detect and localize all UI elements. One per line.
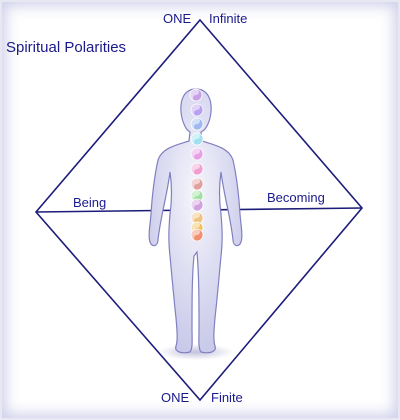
chakra-throat-icon: [190, 132, 204, 146]
polarity-diamond: [34, 18, 364, 402]
chakra-solar-plexus-icon: [190, 189, 204, 203]
chakra-upper-icon: [190, 103, 204, 117]
label-one-bottom: ONE: [161, 390, 190, 405]
chakra-column: [189, 88, 204, 242]
label-infinite: Infinite: [209, 11, 248, 26]
label-being: Being: [73, 195, 107, 210]
chakra-sacral-upper-icon: [190, 198, 204, 212]
label-one-top: ONE: [163, 11, 192, 26]
figure-shadow: [158, 344, 234, 360]
diagram-title: Spiritual Polarities: [6, 39, 127, 56]
label-finite: Finite: [211, 390, 243, 405]
chakra-heart-icon: [190, 162, 204, 176]
label-becoming: Becoming: [267, 190, 325, 205]
chakra-third-eye-icon: [190, 117, 204, 131]
chakra-root-icon: [190, 228, 204, 242]
chakra-crown-icon: [189, 88, 203, 102]
chakra-solar-icon: [190, 177, 204, 191]
chakra-heart-upper-icon: [190, 147, 204, 161]
